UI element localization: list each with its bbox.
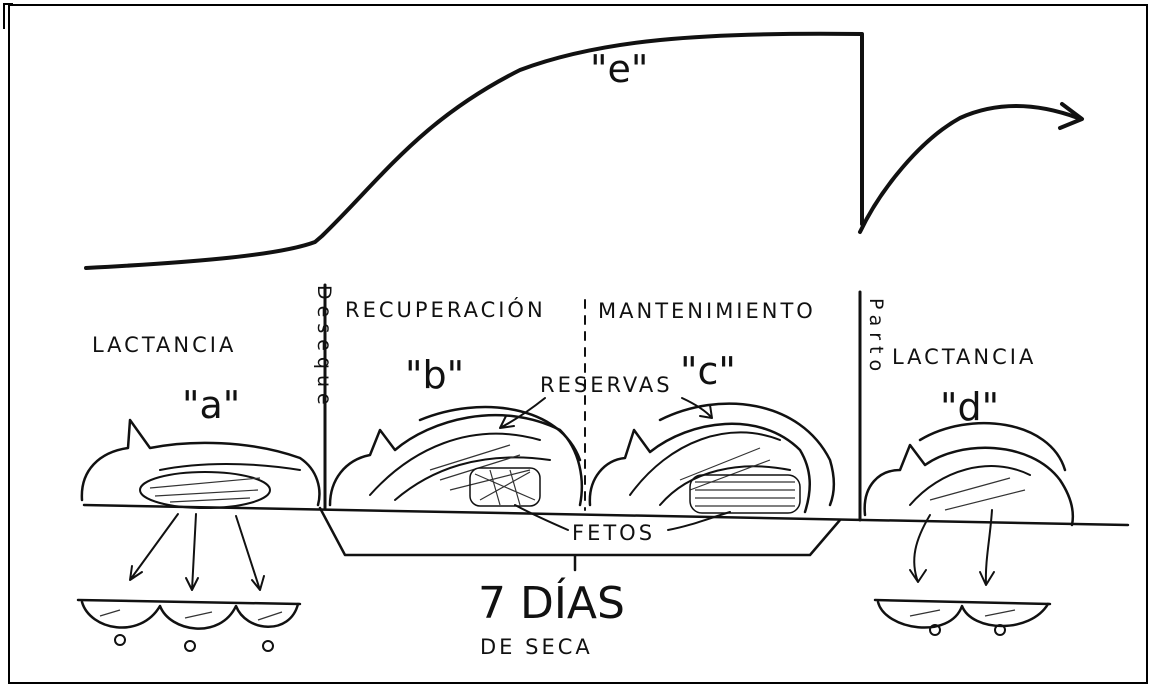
- body-reserve-curve: [84, 31, 864, 270]
- baseline: [82, 503, 1130, 527]
- curve-label-e: "e": [590, 47, 648, 91]
- fetuses-pointer-right: [667, 511, 731, 531]
- maintenance-letter: "c": [680, 349, 736, 393]
- curve-arrow-head: [1058, 102, 1084, 130]
- lactation-right-title: LACTANCIA: [892, 345, 1036, 369]
- lactation-right-letter: "d": [940, 385, 999, 429]
- fetuses-label: FETOS: [572, 521, 655, 545]
- cow-lactation-d: [863, 421, 1075, 527]
- dry-period-days: 7 DÍAS: [478, 576, 625, 629]
- recovery-letter: "b": [405, 353, 464, 397]
- dry-period-bracket: [318, 506, 842, 572]
- drying-off-label: Deseque: [313, 285, 335, 411]
- fetuses-pointer-left: [514, 504, 569, 531]
- reserves-pointer-left: [499, 397, 546, 429]
- udder-a: [76, 598, 302, 652]
- cow-maintenance-c: [588, 402, 835, 514]
- lactation-left-title: LACTANCIA: [92, 333, 236, 357]
- post-calving-curve: [858, 104, 1080, 234]
- milk-arrows-d: [909, 509, 995, 586]
- recovery-title: RECUPERACIÓN: [345, 297, 546, 322]
- calving-label: Parto: [865, 298, 887, 377]
- lactation-left-letter: "a": [182, 383, 240, 427]
- dry-period-caption: DE SECA: [480, 635, 593, 659]
- milk-arrows-a: [129, 513, 265, 591]
- reserves-label: RESERVAS: [540, 373, 673, 397]
- udder-d: [873, 598, 1052, 636]
- cow-lactation-a: [80, 418, 321, 509]
- calving-text: Parto: [865, 298, 887, 377]
- drying-off-text: Deseque: [313, 285, 335, 411]
- cow-recovery-b: [328, 405, 584, 507]
- maintenance-title: MANTENIMIENTO: [598, 299, 816, 323]
